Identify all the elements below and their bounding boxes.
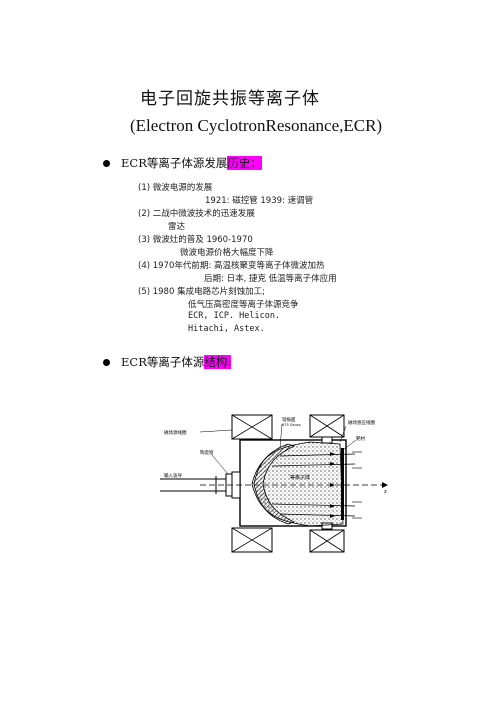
label-axis: z <box>384 489 387 495</box>
page-title: 电子回旋共振等离子体 <box>140 89 320 109</box>
label-coil-left: 磁场源线圈 <box>164 429 187 436</box>
label-resonance-sub: 875 Gauss <box>282 423 301 427</box>
history-line: (1) 微波电源的发展 <box>138 183 213 193</box>
history-line: ECR, ICP. Helicon. <box>188 311 281 321</box>
history-line: (3) 微波灶的普及 1960-1970 <box>138 235 253 245</box>
bullet-icon <box>103 160 110 167</box>
history-line: Hitachi, Astex. <box>188 324 265 334</box>
history-line: 1921: 磁控管 1939: 速调管 <box>205 196 314 206</box>
label-coil-right: 磁场感应线圈 <box>348 419 375 426</box>
label-plasma: 等离子体 <box>290 474 310 481</box>
bullet-icon <box>103 359 110 366</box>
ecr-structure-diagram: 磁场源线圈 陶瓷窗 输入波导 谐振面 875 Gauss 磁场感应线圈 靶材 等… <box>160 414 388 553</box>
history-line: (2) 二战中微波技术的迅速发展 <box>138 209 255 219</box>
label-waveguide: 输入波导 <box>164 472 182 479</box>
heading-text: ECR等离子体源 <box>121 355 205 369</box>
history-line: 后期: 日本, 捷克 低温等离子体应用 <box>204 274 337 284</box>
target-plate <box>341 448 344 520</box>
label-target: 靶材 <box>356 435 365 442</box>
section-heading-structure: ECR等离子体源结构: <box>121 354 232 370</box>
history-line: (5) 1980 集成电路芯片刻蚀加工; <box>138 287 265 297</box>
resonance-surface <box>253 443 296 525</box>
heading-highlight: 历史： <box>227 156 262 170</box>
heading-text: ECR等离子体源发展 <box>121 156 228 170</box>
history-line: 微波电源价格大幅度下降 <box>180 248 274 258</box>
heading-highlight: 结构: <box>204 355 232 369</box>
history-line: 雷达 <box>168 222 186 232</box>
section-heading-history: ECR等离子体源发展历史： <box>121 155 262 171</box>
label-window: 陶瓷窗 <box>200 449 214 456</box>
label-resonance: 谐振面 <box>282 416 296 423</box>
page-subtitle: (Electron CyclotronResonance,ECR) <box>130 116 383 135</box>
history-line: 低气压高密度等离子体源竞争 <box>188 300 299 310</box>
history-line: (4) 1970年代前期: 高温核聚变等离子体微波加热 <box>138 261 325 271</box>
